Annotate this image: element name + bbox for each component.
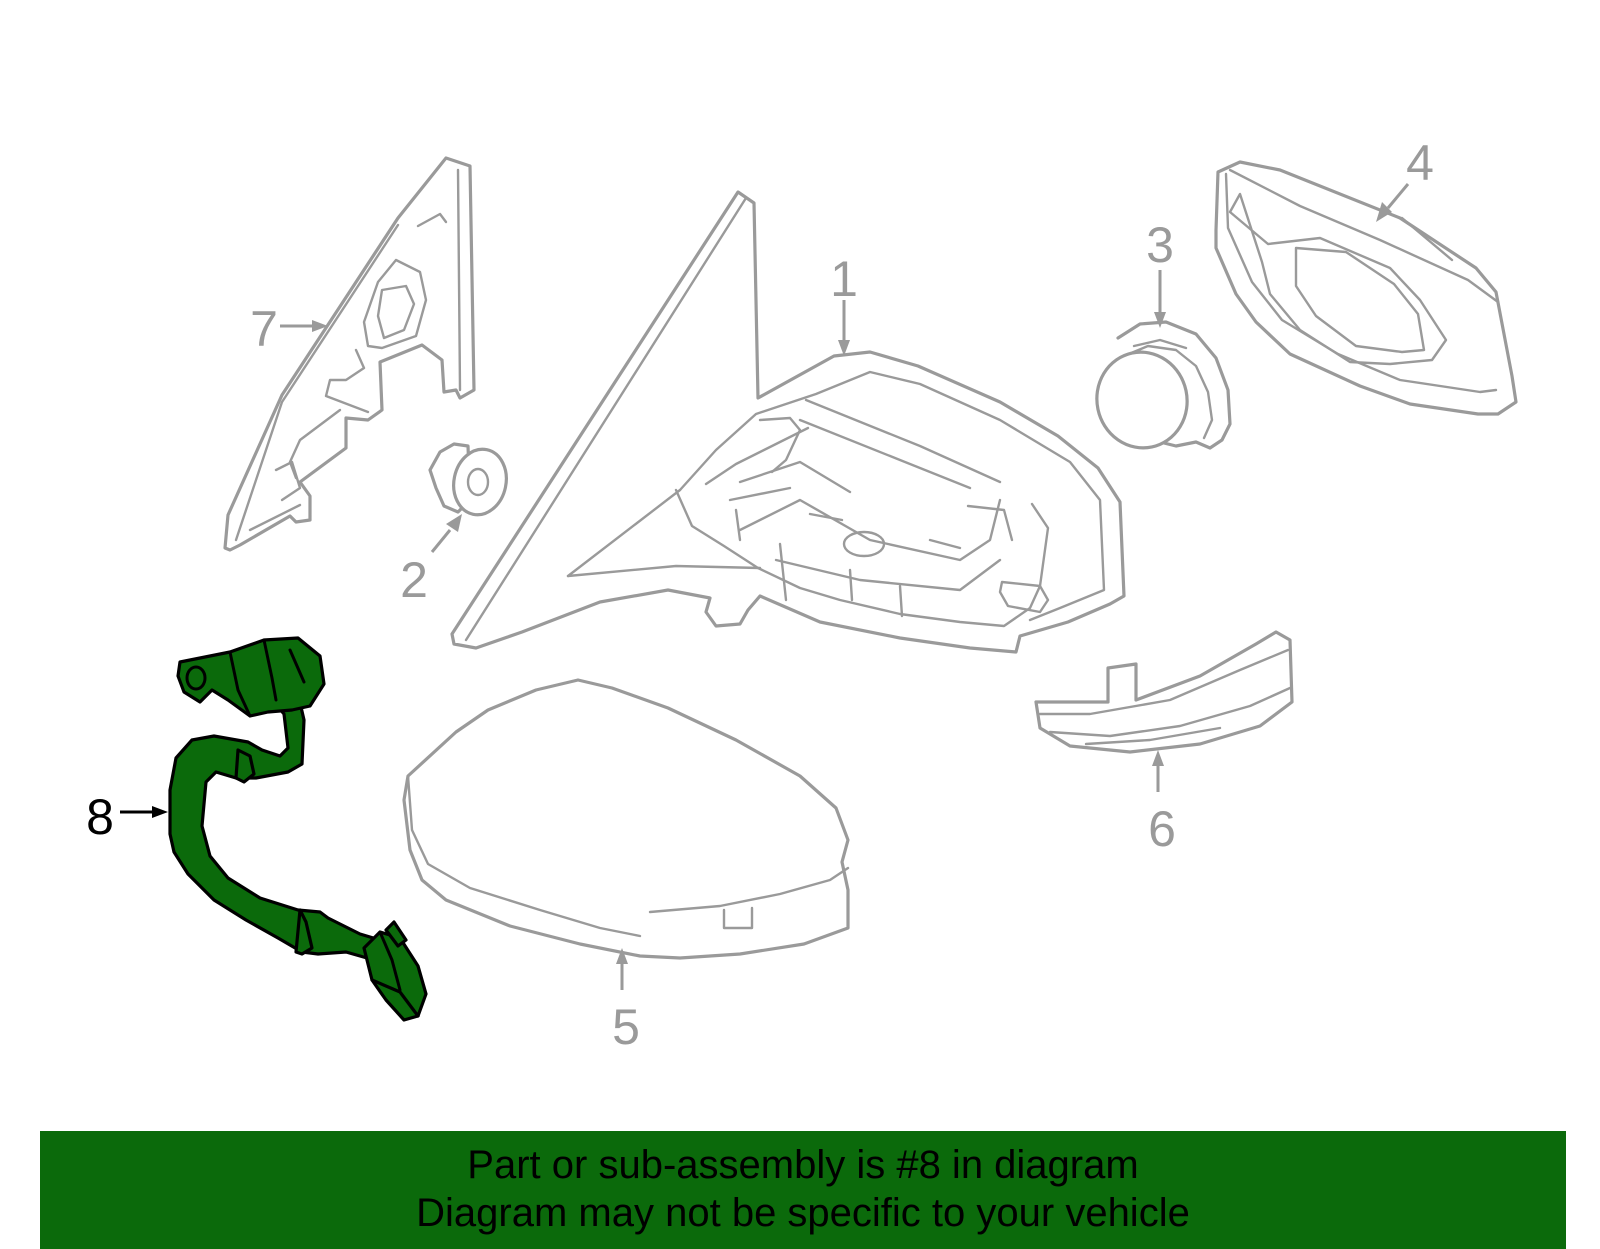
callout-6: 6	[1148, 801, 1176, 857]
info-banner: Part or sub-assembly is #8 in diagram Di…	[40, 1131, 1566, 1249]
banner-line-part-note: Part or sub-assembly is #8 in diagram	[467, 1143, 1139, 1187]
callout-leaders	[120, 183, 1410, 990]
callout-3: 3	[1146, 217, 1174, 273]
part-7-mirror-base-cover[interactable]	[223, 156, 476, 552]
part-2-grommet[interactable]	[428, 442, 512, 520]
part-5-mirror-cover[interactable]	[402, 678, 850, 960]
part-8-wiring-harness[interactable]	[168, 636, 428, 1022]
callout-8: 8	[86, 789, 114, 845]
part-1-mirror-housing[interactable]	[450, 190, 1126, 654]
callout-2: 2	[400, 552, 428, 608]
part-4-mirror-glass[interactable]	[1214, 160, 1518, 416]
part-6-turn-signal-lamp[interactable]	[1034, 630, 1294, 754]
part-3-actuator-motor[interactable]	[1088, 320, 1232, 456]
callout-5: 5	[612, 999, 640, 1055]
banner-line-disclaimer: Diagram may not be specific to your vehi…	[416, 1191, 1190, 1235]
callout-7: 7	[250, 301, 278, 357]
callout-numbers: 1 2 3 4 5 6 7 8	[86, 135, 1434, 1055]
callout-1: 1	[830, 251, 858, 307]
callout-4: 4	[1406, 135, 1434, 191]
